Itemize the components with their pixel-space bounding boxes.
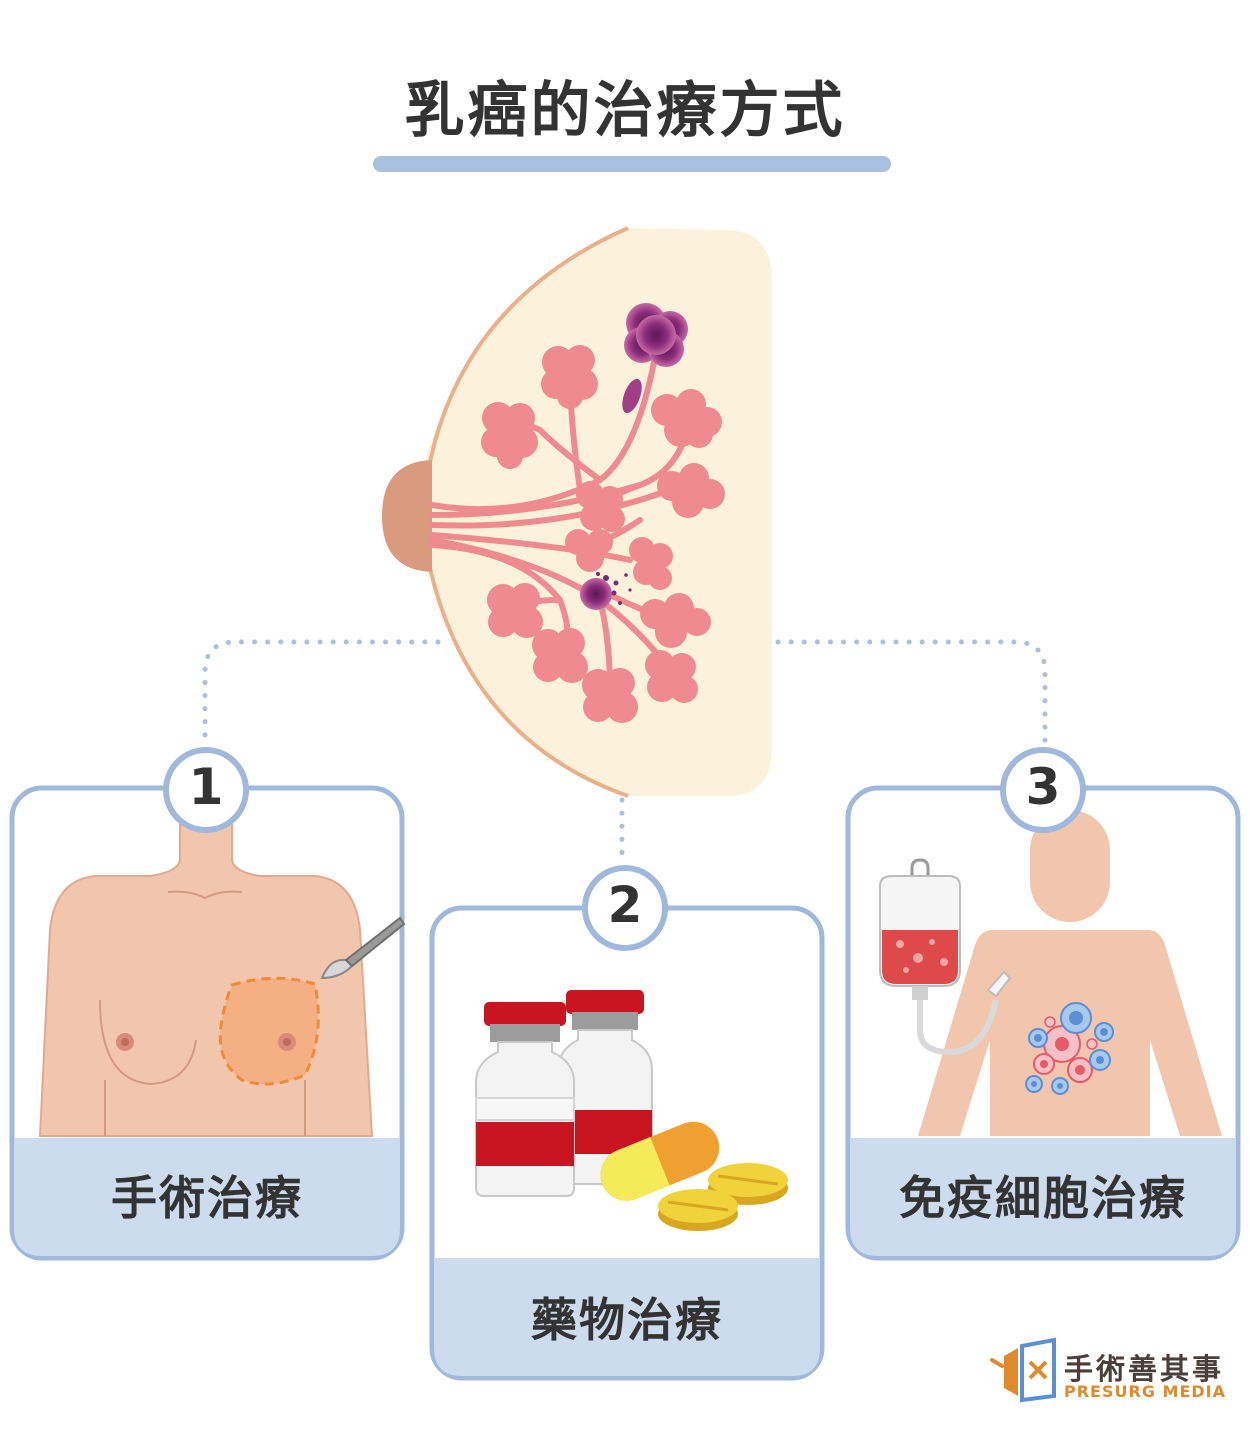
lobule [651, 389, 722, 448]
scalpel-icon [320, 916, 406, 980]
brand-name-en: PRESURG MEDIA [1064, 1382, 1226, 1401]
lobule [640, 593, 711, 648]
lobule [576, 481, 625, 532]
lobule [565, 529, 613, 572]
lobule [657, 463, 725, 518]
badge-3 [1000, 747, 1086, 833]
tumor-duct [622, 378, 642, 414]
tumor-small [580, 572, 632, 610]
lobule [487, 583, 543, 638]
iv-bag-icon [879, 858, 1012, 1056]
card-label-immunotherapy: 免疫細胞治療 [899, 1171, 1187, 1225]
lobule [645, 650, 698, 703]
badge-1 [163, 747, 249, 833]
connector-lines [202, 639, 1048, 863]
lobule [541, 345, 598, 409]
torso-illustration [38, 799, 406, 1137]
capsule-icon [600, 1121, 720, 1201]
brand-logo-icon [990, 1337, 1056, 1403]
badge-number-1: 1 [188, 758, 224, 816]
brand-name-zh: 手術善其事 [1064, 1352, 1225, 1386]
card-medication [429, 905, 825, 1381]
pill-icon [658, 1163, 788, 1231]
lobule [481, 402, 538, 469]
lobule [532, 628, 588, 683]
lobules [481, 345, 725, 723]
immune-cells [1025, 1002, 1114, 1095]
badge-2 [582, 865, 668, 951]
breast-illustration [382, 226, 772, 798]
badge-number-2: 2 [607, 876, 643, 934]
tumor-large [624, 303, 688, 367]
lobule [582, 668, 638, 723]
vial-front [475, 1002, 575, 1197]
card-label-medication: 藥物治療 [531, 1293, 723, 1347]
lobule [629, 537, 673, 590]
nipple [382, 460, 432, 572]
title-underline [373, 156, 891, 172]
badge-number-3: 3 [1025, 758, 1061, 816]
page-title: 乳癌的治療方式 [404, 76, 846, 146]
card-surgery [9, 785, 406, 1261]
card-label-surgery: 手術治療 [111, 1171, 303, 1225]
